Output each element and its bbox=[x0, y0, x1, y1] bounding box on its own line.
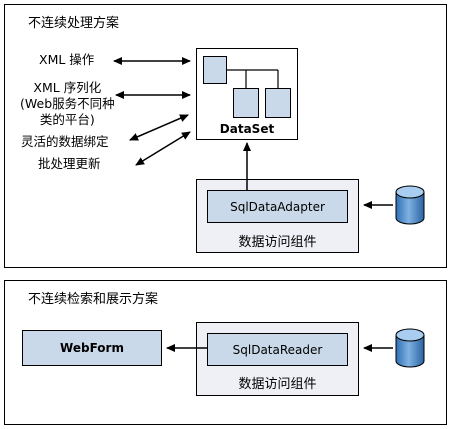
batch-update-arrow bbox=[135, 131, 191, 166]
top-component-caption: 数据访问组件 bbox=[238, 235, 317, 250]
dataset-table-2 bbox=[233, 88, 259, 118]
top-database-icon bbox=[395, 185, 425, 225]
xml-serialization-label: XML 序列化 (Web服务不同种 类的平台) bbox=[20, 80, 115, 127]
webform-box: WebForm bbox=[22, 330, 162, 366]
dataset-tree-lines bbox=[227, 69, 279, 88]
data-binding-arrow bbox=[129, 114, 189, 141]
xml-operations-label: XML 操作 bbox=[39, 52, 95, 67]
bottom-database-icon bbox=[395, 328, 425, 368]
dataset-table-3 bbox=[265, 88, 291, 118]
dataset-label: DataSet bbox=[219, 122, 275, 136]
sql-data-adapter: SqlDataAdapter bbox=[207, 190, 348, 223]
sql-data-reader: SqlDataReader bbox=[207, 333, 348, 366]
bottom-component-caption: 数据访问组件 bbox=[238, 377, 317, 392]
bottom-panel-title: 不连续检索和展示方案 bbox=[28, 292, 159, 307]
batch-update-label: 批处理更新 bbox=[38, 156, 101, 171]
dataset-table-1 bbox=[203, 56, 227, 84]
top-panel-title: 不连续处理方案 bbox=[28, 16, 120, 31]
data-binding-label: 灵活的数据绑定 bbox=[21, 134, 109, 149]
